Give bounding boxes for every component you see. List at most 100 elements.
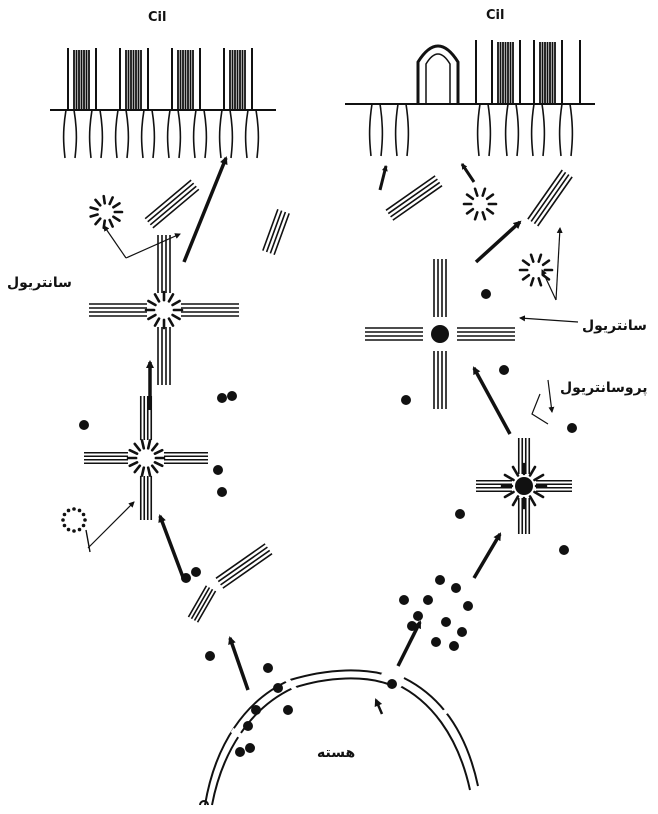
rosette-blade <box>534 475 543 480</box>
basal-body-root <box>168 110 170 158</box>
basal-body-root <box>516 104 518 156</box>
basal-body-root <box>126 110 128 158</box>
basal-body-root <box>194 110 196 158</box>
basal-body-root <box>370 104 372 156</box>
basal-body-root <box>142 110 144 158</box>
centriole-cross-section <box>464 189 496 219</box>
rosette-blade <box>505 492 514 497</box>
pointer-line <box>542 270 556 300</box>
centriole-core <box>431 325 449 343</box>
rosette-blade <box>539 255 541 262</box>
dense-granule <box>217 487 227 497</box>
vesicle-dot <box>83 518 87 522</box>
arrow <box>474 534 500 578</box>
dense-granule <box>243 721 253 731</box>
centriole <box>388 179 437 213</box>
rosette-blade <box>91 214 98 216</box>
vesicle-dot <box>72 529 76 533</box>
rosette-blade <box>135 444 140 450</box>
rosette-blade <box>483 189 485 196</box>
pointer-line <box>88 502 134 548</box>
rosette-blade <box>155 450 162 454</box>
rosette-blade <box>148 440 150 448</box>
dense-granule <box>263 663 273 673</box>
dense-granule <box>559 545 569 555</box>
basal-body-root <box>532 104 534 156</box>
basal-body-root <box>246 110 248 158</box>
vesicle-dot <box>78 528 82 532</box>
arrow <box>160 516 184 580</box>
centriole <box>386 176 435 210</box>
centriole <box>391 182 440 216</box>
centriole <box>191 588 209 619</box>
dense-granule <box>273 683 283 693</box>
basal-body-root <box>64 110 66 158</box>
dense-granule <box>413 611 423 621</box>
pointer-line <box>520 318 578 322</box>
basal-body-root <box>204 110 206 158</box>
dense-granule <box>401 395 411 405</box>
dense-granule <box>481 289 491 299</box>
rosette-blade <box>475 212 477 219</box>
nucleus-envelope <box>200 670 478 805</box>
rosette-blade <box>487 195 493 199</box>
arrow <box>380 166 386 190</box>
rosette-blade <box>531 278 533 285</box>
cilia-row-left <box>50 48 276 158</box>
rosette-blade <box>148 301 155 305</box>
arrow <box>476 222 520 262</box>
rosette-blade <box>173 315 180 319</box>
centriole <box>150 186 196 225</box>
centriole <box>223 554 272 588</box>
basal-body-root <box>380 104 382 156</box>
dense-granule <box>217 393 227 403</box>
rosette-blade <box>483 212 485 219</box>
rosette-blade <box>530 496 535 505</box>
cilia-row-right <box>345 40 595 156</box>
rosette-blade <box>169 319 173 326</box>
rosette-blade <box>110 220 113 227</box>
dense-granule <box>191 567 201 577</box>
pointer-line <box>126 234 180 258</box>
vesicle-dot <box>82 513 86 517</box>
centriole <box>263 209 278 250</box>
cilia-label-right: Cil <box>486 8 504 23</box>
rosette-blade <box>505 475 514 480</box>
arrow <box>474 368 510 434</box>
rosette-blade <box>135 466 140 472</box>
basal-body-root <box>570 104 572 156</box>
basal-body-root <box>230 110 232 158</box>
dense-granule <box>435 575 445 585</box>
rosette-blade <box>155 294 159 301</box>
rosette-blade <box>130 462 137 466</box>
rosette-blade <box>142 440 144 448</box>
rosette-blade <box>155 319 159 326</box>
dense-granule <box>227 391 237 401</box>
basal-body-root <box>406 104 408 156</box>
arrow <box>462 164 474 182</box>
rosette-blade <box>513 467 518 476</box>
pointer-line <box>532 394 548 424</box>
centriole <box>531 172 565 221</box>
dense-granule <box>251 705 261 715</box>
centriole <box>148 183 194 222</box>
dense-granule <box>387 679 397 689</box>
centriole <box>221 550 270 584</box>
rosette-blade <box>543 261 549 265</box>
dense-granule <box>283 705 293 715</box>
basal-body-root <box>74 110 76 158</box>
rosette-blade <box>523 275 529 279</box>
rosette-blade <box>530 467 535 476</box>
vesicle-dot <box>78 509 82 513</box>
rosette-blade <box>110 197 113 204</box>
vesicle-dot <box>63 513 67 517</box>
dense-granule <box>463 601 473 611</box>
centriole-core <box>515 477 533 495</box>
vesicle-stem <box>86 530 90 552</box>
dense-granule <box>455 509 465 519</box>
basal-body-root <box>560 104 562 156</box>
vesicle-dot <box>67 509 71 513</box>
dense-granule <box>457 627 467 637</box>
dense-granule <box>451 583 461 593</box>
